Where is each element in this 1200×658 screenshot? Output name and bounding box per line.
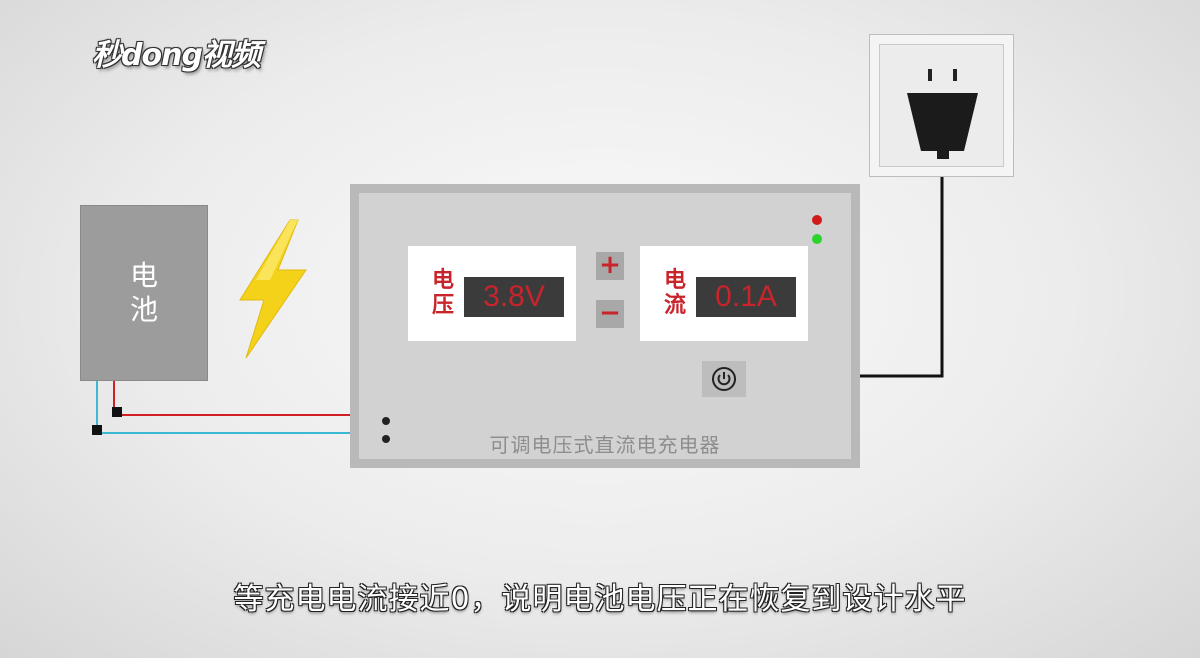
negative-wire — [96, 379, 385, 434]
current-label-top: 电 — [663, 268, 686, 293]
battery: 电 池 — [80, 205, 208, 381]
current-readout: 0.1A — [696, 277, 796, 317]
wall-socket — [869, 34, 1014, 177]
current-label-bottom: 流 — [663, 293, 686, 318]
voltage-readout: 3.8V — [464, 277, 564, 317]
voltage-decrease-button[interactable]: − — [596, 300, 624, 328]
positive-wire — [113, 379, 385, 416]
subtitle-caption: 等充电电流接近0，说明电池电压正在恢复到设计水平 — [233, 582, 967, 617]
battery-label-top: 电 — [129, 259, 158, 292]
power-icon — [712, 367, 736, 391]
status-led-green — [812, 234, 822, 244]
negative-connector — [92, 425, 102, 435]
lightning-bolt-icon — [239, 219, 307, 359]
voltage-increase-button[interactable]: + — [596, 252, 624, 280]
charger-device: 电 压 3.8V + − 电 流 0.1A 可调电压式直流电充电器 — [350, 184, 860, 468]
plug-icon — [907, 69, 978, 159]
power-button[interactable] — [702, 361, 746, 397]
current-label: 电 流 — [662, 268, 688, 318]
status-led-red — [812, 215, 822, 225]
logo: 秒dong视频 — [92, 38, 261, 73]
voltage-label: 电 压 — [430, 268, 456, 318]
positive-connector — [112, 407, 122, 417]
charger-title: 可调电压式直流电充电器 — [489, 433, 721, 457]
voltage-label-bottom: 压 — [431, 293, 454, 318]
voltage-display: 电 压 3.8V — [408, 246, 576, 341]
battery-label-bottom: 池 — [129, 293, 158, 326]
positive-terminal — [382, 417, 390, 425]
voltage-label-top: 电 — [431, 268, 454, 293]
power-cord — [860, 150, 944, 378]
negative-terminal — [382, 435, 390, 443]
current-display: 电 流 0.1A — [640, 246, 808, 341]
